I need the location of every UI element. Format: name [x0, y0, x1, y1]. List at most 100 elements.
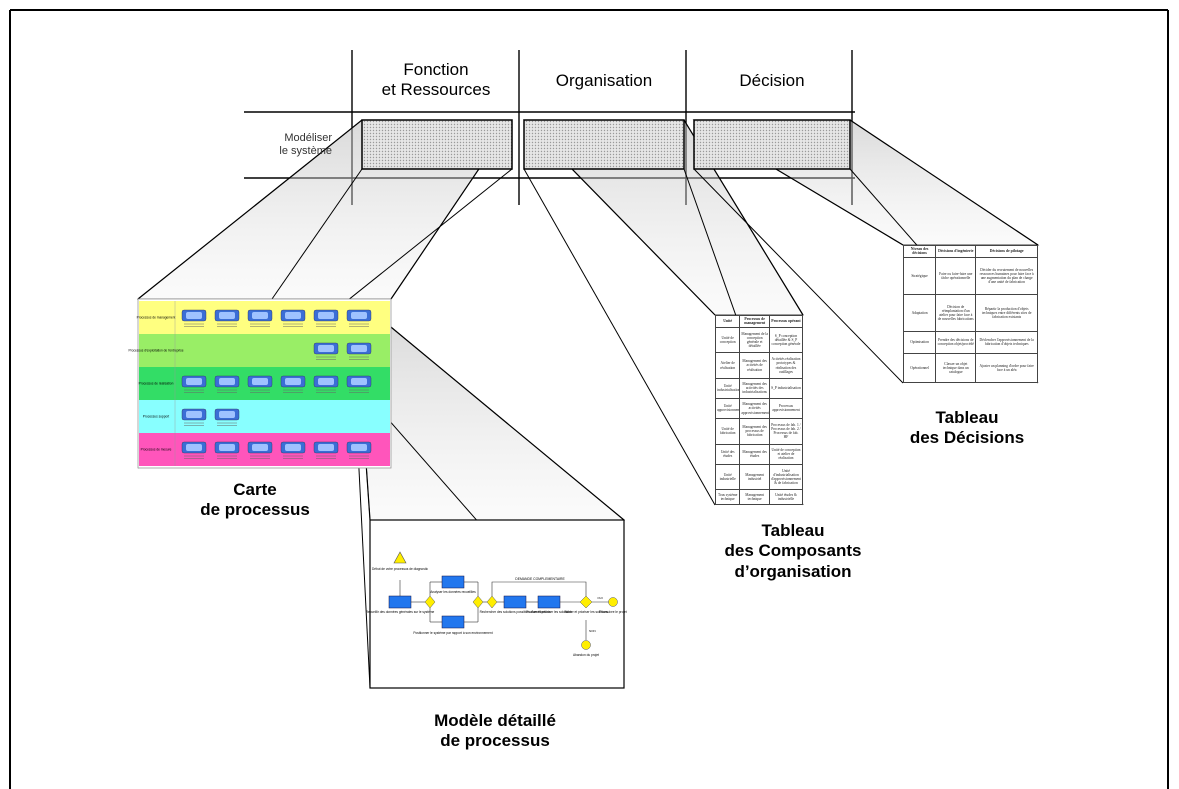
dec_table-header-1: Décisions d'ingénierie [935, 245, 977, 258]
caption-org-table-line1: Tableau [761, 521, 825, 540]
validate-label: Valider et prioriser les solutions [564, 610, 608, 614]
org_table-cell-5-1: Management des études [739, 443, 770, 465]
dec_table-cell-3-2: Ajuster un planning d'ordre pour faire f… [975, 352, 1038, 384]
caption-dec-table-line1: Tableau [935, 408, 999, 427]
org_table-cell-6-2: Unité d'industrialisation d'approvisionn… [768, 463, 804, 491]
dec_table-cell-1-0: Adaptation [902, 293, 937, 333]
caption-process-map-line1: Carte [233, 480, 277, 499]
row-label: Modéliser le système [248, 132, 332, 158]
process-band [139, 400, 390, 433]
page-border [9, 9, 1169, 789]
cell-decision [693, 119, 851, 170]
dec_table-cell-0-2: Décider du recrutement de nouvelles ress… [975, 256, 1038, 295]
dec_table-header-0: Niveau des décisions [902, 245, 937, 258]
process-band-label: Processus de management [137, 316, 176, 320]
caption-org-table-line2: des Composants [724, 541, 862, 561]
org_table-cell-0-0: Unité de conception [714, 326, 741, 354]
task-analyse-label: Analyser les données recueillies [430, 590, 476, 594]
merge-gateway [486, 595, 498, 609]
dec_table-cell-1-1: Décision de réimplantation d'un atelier … [935, 293, 977, 333]
org_table-cell-4-2: Processus de fab. 1 / Processus de fab. … [768, 418, 804, 445]
task-research [503, 595, 527, 609]
org_table-cell-3-1: Management des activités approvisionneme… [739, 397, 770, 420]
caption-org-table: Tableau des Composants d’organisation [713, 521, 873, 582]
org_table-cell-1-2: Activités réalisation prototypes & réali… [768, 352, 804, 379]
org_table-cell-3-0: Unité approvisionnement [714, 397, 741, 420]
org_table-cell-5-0: Unité des études [714, 443, 741, 465]
column-header-organisation-line1: Organisation [555, 71, 653, 90]
task-collect-label: Recueillir des données générales sur le … [366, 610, 435, 614]
org_table-cell-7-0: Tous système technique [714, 489, 741, 505]
process-band-label: Processus support [143, 415, 170, 419]
no-label: NON [589, 629, 596, 633]
org_table-cell-6-0: Unité industrielle [714, 463, 741, 491]
org_table-cell-2-1: Management des activités des industriali… [739, 377, 770, 399]
table-row: Unité approvisionnementManagement des ac… [714, 397, 804, 420]
end-continue-label: Poursuivre le projet [599, 610, 627, 614]
dec_table-cell-3-1: Classer un objet technique dans un catal… [935, 352, 977, 384]
caption-dec-table: Tableau des Décisions [892, 408, 1042, 449]
end-abandon-label: Abandon du projet [573, 653, 599, 657]
caption-detail-model-line1: Modèle détaillé [434, 711, 556, 730]
end-event-abandon [581, 640, 591, 650]
caption-process-map-line2: de processus [200, 500, 310, 520]
caption-detail-model: Modèle détaillé de processus [405, 711, 585, 752]
yes-label: OUI [597, 596, 603, 600]
column-header-decision: Décision [694, 71, 850, 91]
org_table-cell-5-2: Unité de conception et atelier de réalis… [768, 443, 804, 465]
org_table-cell-7-1: Management technique [739, 489, 770, 505]
cone-detail-model [355, 317, 626, 521]
row-label-line1: Modéliser [284, 132, 332, 144]
caption-detail-model-line2: de processus [440, 731, 550, 751]
dec_table-cell-1-2: Répartir la production d'objets techniqu… [975, 293, 1038, 333]
org_table-cell-3-2: Processus approvisionnement [768, 397, 804, 420]
org_table-cell-2-2: S_P industrialisation [768, 377, 804, 399]
column-header-fonction: Fonction et Ressources [360, 60, 512, 101]
column-header-fonction-line1: Fonction [403, 60, 469, 79]
org_table-cell-1-1: Management des activités de réalisation [739, 352, 770, 379]
org_table-cell-0-2: S_P conception détaillée & S_P conceptio… [768, 326, 804, 354]
dec_table-header-2: Décisions de pilotage [975, 245, 1038, 258]
org_table-cell-4-0: Unité de fabrication [714, 418, 741, 445]
org_table-header-0: Unité [714, 315, 741, 328]
column-header-organisation: Organisation [524, 71, 684, 91]
task-analyse [441, 575, 465, 589]
caption-dec-table-line2: des Décisions [909, 428, 1025, 448]
dec_table-cell-0-1: Faire ou faire-faire une tâche opération… [935, 256, 977, 295]
process-band-label: Processus d'exploitation de l'entreprise [128, 349, 183, 353]
org_table-cell-4-1: Management des processus de fabrication [739, 418, 770, 445]
row-label-line2: le système [279, 145, 332, 158]
org_table-cell-0-1: Management de la conception générale et … [739, 326, 770, 354]
dec_table-cell-2-2: Déclencher l'approvisionnement de la fab… [975, 331, 1038, 354]
task-evaluate-label: Evaluer et prioriser les solutions [526, 610, 572, 614]
task-collect [388, 595, 412, 609]
join-gateway [472, 595, 484, 609]
dec_table-cell-2-1: Prendre des décisions de conception obje… [935, 331, 977, 354]
org_table-header-2: Processus opérant [768, 315, 804, 328]
start-event-icon [393, 551, 407, 564]
org_table-cell-7-2: Unité études & industrielle [768, 489, 804, 505]
cell-organisation [523, 119, 685, 170]
column-header-fonction-line2: et Ressources [381, 80, 491, 100]
caption-org-table-line3: d’organisation [734, 561, 852, 581]
caption-process-map: Carte de processus [190, 480, 320, 521]
column-header-decision-line1: Décision [739, 71, 805, 90]
dec_table-cell-2-0: Optimisation [902, 331, 937, 354]
task-evaluate [537, 595, 561, 609]
loop-label: DEMANDE COMPLEMENTAIRE [515, 577, 565, 581]
cell-fonction-ressources [361, 119, 513, 170]
process-band-label: Processus de réalisation [139, 382, 174, 386]
process-band-label: Processus de mesure [141, 448, 172, 452]
